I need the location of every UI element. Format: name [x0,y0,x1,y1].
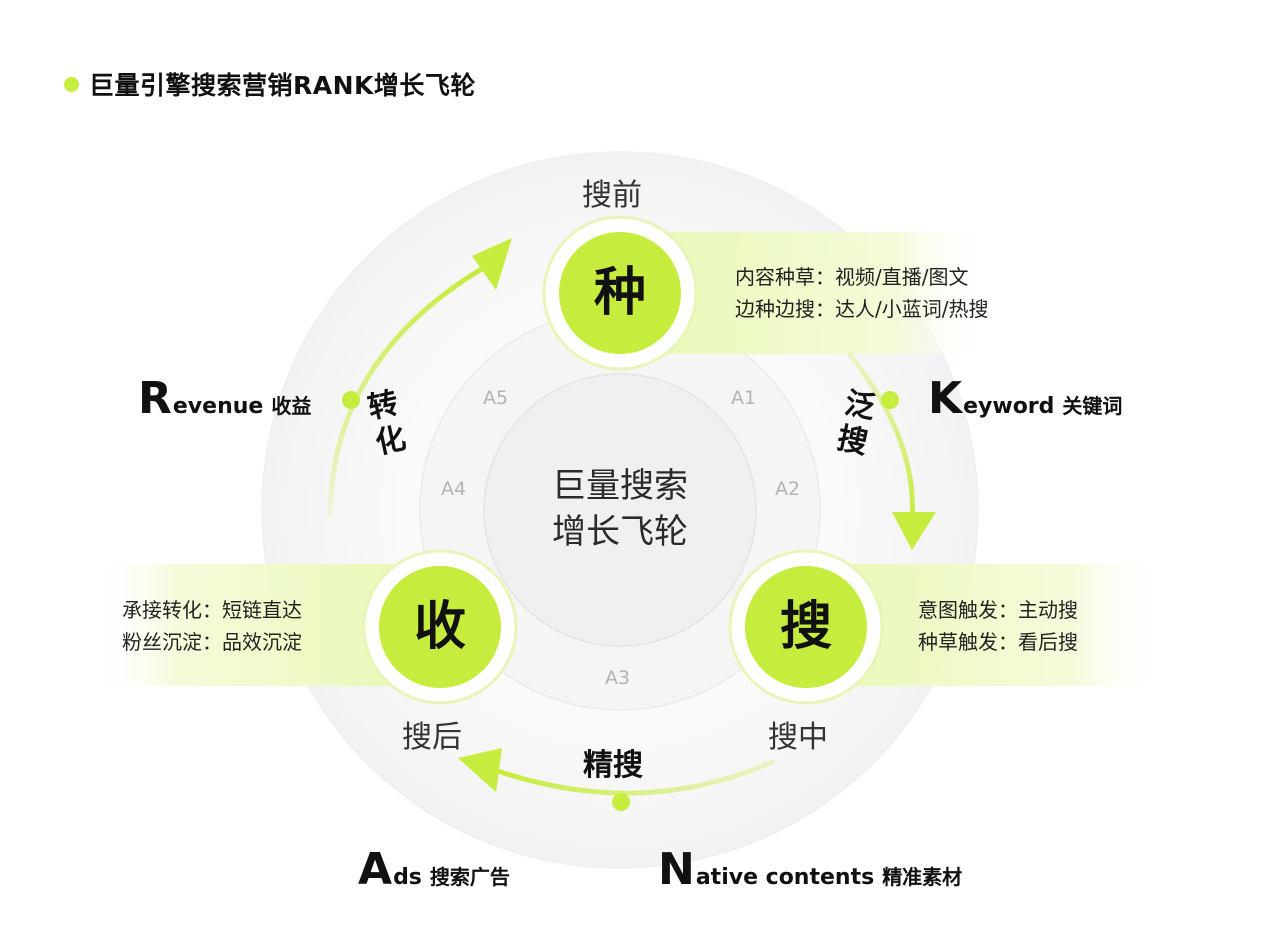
node-sou-char: 搜 [779,597,832,657]
section-a4: A4 [441,478,467,500]
center-line-2: 增长飞轮 [552,512,688,552]
node-shou-char: 收 [413,597,466,657]
node-sou-desc-line-2: 种草触发：看后搜 [918,630,1078,654]
arrow-fan-sou-dot [881,391,899,409]
band-zhong [610,232,990,354]
section-a3: A3 [605,667,631,689]
node-sou-desc-line-1: 意图触发：主动搜 [918,598,1078,622]
page-title: 巨量引擎搜索营销RANK增长飞轮 [89,71,476,100]
node-zhong-char: 种 [593,263,646,323]
node-sou-desc: 意图触发：主动搜 种草触发：看后搜 [918,594,1078,658]
band-shou [90,564,440,686]
node-shou-fill [379,566,501,688]
band-sou [786,564,1166,686]
node-zhong-desc: 内容种草：视频/直播/图文 边种边搜：达人/小蓝词/热搜 [735,261,988,325]
rank-ads-cn: 搜索广告 [429,865,510,889]
rank-revenue: R evenue 收益 [138,377,311,421]
rank-revenue-rest: evenue [172,394,264,419]
rank-native: N ative contents 精准素材 [658,848,962,892]
rank-keyword: K eyword 关键词 [928,377,1122,421]
node-zhong-desc-line-1: 内容种草：视频/直播/图文 [735,265,969,289]
stage-after: 搜后 [402,720,462,755]
section-a1: A1 [731,387,757,409]
rank-keyword-rest: eyword [963,394,1055,419]
rank-native-rest: ative contents [695,865,875,890]
rank-native-initial: N [658,844,695,895]
rank-ads-rest: ds [393,865,422,890]
rank-native-cn: 精准素材 [882,865,963,889]
stage-during: 搜中 [768,720,828,755]
node-shou-desc-line-2: 粉丝沉淀：品效沉淀 [122,630,302,654]
arrow-fan-sou [847,352,915,523]
arrow-jing-sou-dot [612,793,630,811]
arrow-jing-sou [492,759,775,796]
arrow-jing-sou-head [458,748,502,792]
title-row: 巨量引擎搜索营销RANK增长飞轮 [64,66,476,102]
node-shou-desc: 承接转化：短链直达 粉丝沉淀：品效沉淀 [122,594,302,658]
section-a2: A2 [775,478,801,500]
rank-ads: A ds 搜索广告 [358,848,510,892]
node-zhong-fill [559,232,681,354]
section-a5: A5 [483,387,509,409]
center-line-1: 巨量搜索 [552,466,688,506]
center-label: 巨量搜索 增长飞轮 [520,463,720,555]
node-shou-desc-line-1: 承接转化：短链直达 [122,598,302,622]
arrow-fan-sou-char-2: 搜 [834,420,871,462]
rank-keyword-initial: K [928,373,963,424]
arrow-jing-sou-label: 精搜 [583,748,643,783]
title-bullet-icon [64,76,79,92]
rank-revenue-cn: 收益 [271,394,312,418]
arrow-zhuan-hua [327,267,483,518]
arrow-zhuan-hua-char-2: 化 [372,420,409,462]
node-sou-fill [745,566,867,688]
arrow-zhuan-hua-dot [342,391,360,409]
inner-ring [483,373,757,647]
stage-before: 搜前 [582,178,642,213]
arrow-fan-sou-head [892,512,936,550]
rank-ads-initial: A [358,844,393,895]
node-zhong-desc-line-2: 边种边搜：达人/小蓝词/热搜 [735,297,989,321]
arrow-zhuan-hua-head [472,238,512,290]
rank-keyword-cn: 关键词 [1062,394,1123,418]
rank-revenue-initial: R [138,373,172,424]
